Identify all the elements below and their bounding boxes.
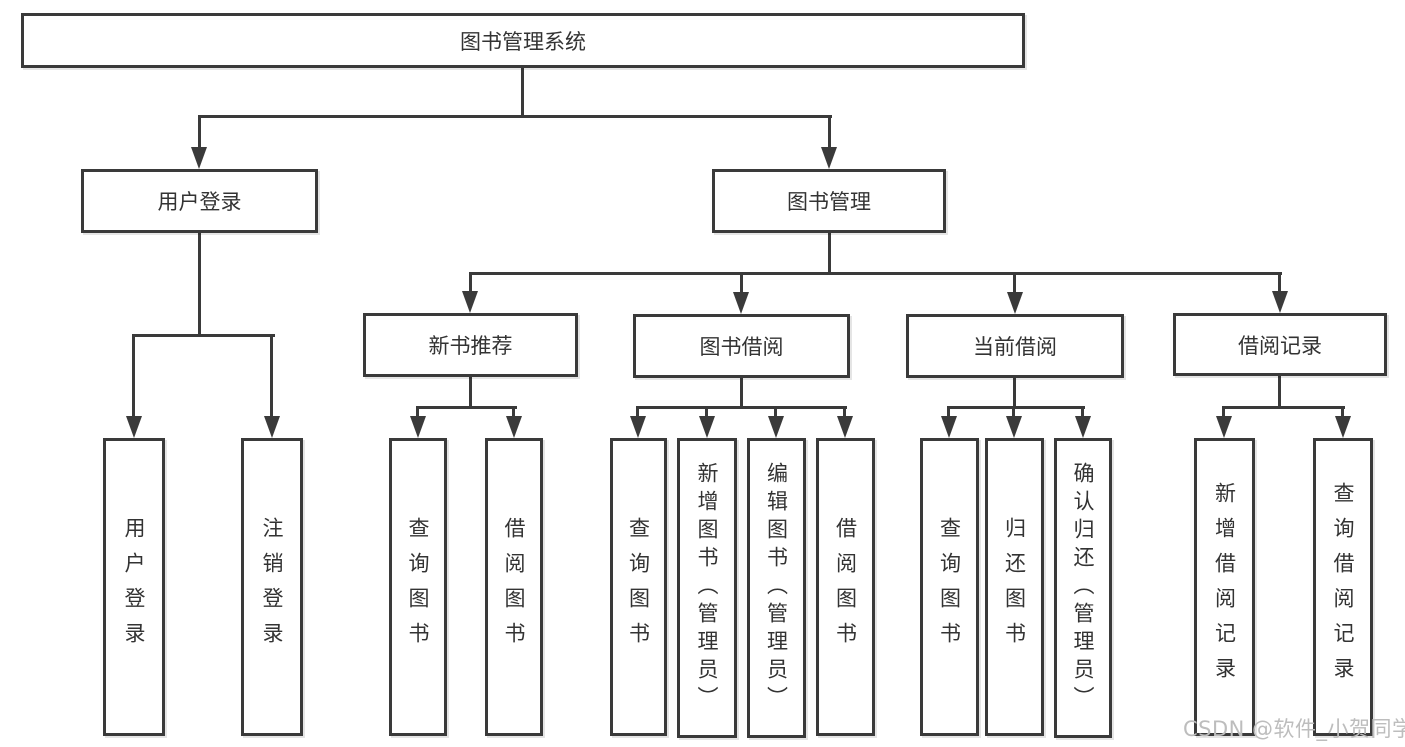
connector-stem-leaf	[270, 334, 273, 418]
node-borrow-records: 借阅记录	[1173, 313, 1387, 376]
leaf-label: 借阅图书	[833, 517, 858, 657]
leaf-label: 查询图书	[937, 517, 962, 657]
arrow-down-icon	[768, 416, 784, 438]
connector-currentborrow-trunk	[1013, 378, 1016, 409]
arrow-down-icon	[410, 416, 426, 438]
leaf-label: 注销登录	[260, 517, 285, 657]
connector-bookborrow-branch	[636, 406, 847, 409]
node-root-system: 图书管理系统	[21, 13, 1025, 68]
leaf-user-login: 用户登录	[103, 438, 165, 736]
leaf-bb-query-book: 查询图书	[610, 438, 667, 736]
connector-stem-leaf	[512, 406, 515, 418]
arrow-down-icon	[1075, 416, 1091, 438]
leaf-cb-return-book: 归还图书	[985, 438, 1044, 736]
leaf-bb-edit-book-admin: 编辑图书（管理员）	[747, 438, 806, 738]
leaf-cb-query-book: 查询图书	[920, 438, 979, 736]
connector-stem-leaf	[705, 406, 708, 418]
connector-root-trunk	[521, 68, 524, 118]
connector-stem-book-mgmt	[828, 115, 831, 149]
arrow-down-icon	[941, 416, 957, 438]
connector-stem-leaf	[132, 334, 135, 418]
arrow-down-icon	[1335, 416, 1351, 438]
leaf-label: 确认归还（管理员）	[1071, 462, 1096, 714]
connector-bookmgmt-branch	[469, 272, 1282, 275]
arrow-down-icon	[821, 147, 837, 169]
node-book-borrow: 图书借阅	[633, 314, 850, 378]
node-user-login: 用户登录	[81, 169, 318, 233]
connector-stem-leaf	[1341, 406, 1344, 418]
leaf-label: 用户登录	[122, 517, 147, 657]
node-current-borrow: 当前借阅	[906, 314, 1124, 378]
arrow-down-icon	[1216, 416, 1232, 438]
leaf-label: 归还图书	[1002, 517, 1027, 657]
leaf-bb-borrow-book: 借阅图书	[816, 438, 875, 736]
leaf-br-add-record: 新增借阅记录	[1194, 438, 1255, 736]
connector-stem-leaf	[416, 406, 419, 418]
connector-stem-leaf	[843, 406, 846, 418]
connector-newbook-branch	[416, 406, 517, 409]
node-book-management: 图书管理	[712, 169, 946, 233]
connector-stem-current-borrow	[1013, 272, 1016, 294]
leaf-label: 编辑图书（管理员）	[764, 462, 789, 714]
arrow-down-icon	[699, 416, 715, 438]
connector-userlogin-trunk	[198, 233, 201, 337]
leaf-label: 查询图书	[626, 517, 651, 657]
arrow-down-icon	[837, 416, 853, 438]
connector-stem-leaf	[636, 406, 639, 418]
leaf-label: 新增借阅记录	[1212, 482, 1237, 692]
arrow-down-icon	[1272, 291, 1288, 313]
leaf-label: 查询图书	[406, 517, 431, 657]
connector-borrowrecords-branch	[1222, 406, 1345, 409]
leaf-nbr-borrow-book: 借阅图书	[485, 438, 543, 736]
connector-stem-new-book	[469, 272, 472, 294]
leaf-label: 新增图书（管理员）	[695, 462, 720, 714]
arrow-down-icon	[733, 292, 749, 314]
connector-root-branch	[198, 115, 832, 118]
arrow-down-icon	[1006, 416, 1022, 438]
connector-stem-book-borrow	[740, 272, 743, 294]
arrow-down-icon	[1007, 292, 1023, 314]
node-new-book-recommend: 新书推荐	[363, 313, 578, 377]
connector-currentborrow-branch	[947, 406, 1085, 409]
arrow-down-icon	[126, 416, 142, 438]
leaf-bb-add-book-admin: 新增图书（管理员）	[677, 438, 737, 738]
csdn-watermark: CSDN @软件_小贺同学	[1183, 717, 1405, 741]
connector-stem-user-login	[198, 115, 201, 149]
arrow-down-icon	[264, 416, 280, 438]
arrow-down-icon	[462, 291, 478, 313]
connector-stem-borrow-records	[1278, 272, 1281, 294]
connector-bookborrow-trunk	[740, 378, 743, 409]
leaf-br-query-record: 查询借阅记录	[1313, 438, 1373, 736]
arrow-down-icon	[191, 147, 207, 169]
connector-stem-leaf	[1222, 406, 1225, 418]
arrow-down-icon	[630, 416, 646, 438]
connector-newbook-trunk	[469, 377, 472, 409]
connector-stem-leaf	[1081, 406, 1084, 418]
leaf-cb-confirm-return-admin: 确认归还（管理员）	[1054, 438, 1112, 738]
connector-stem-leaf	[774, 406, 777, 418]
connector-stem-leaf	[947, 406, 950, 418]
connector-borrowrecords-trunk	[1278, 376, 1281, 409]
connector-bookmgmt-trunk	[828, 233, 831, 275]
arrow-down-icon	[506, 416, 522, 438]
connector-userlogin-branch	[132, 334, 275, 337]
leaf-logout-login: 注销登录	[241, 438, 303, 736]
leaf-label: 借阅图书	[502, 517, 527, 657]
leaf-nbr-query-book: 查询图书	[389, 438, 447, 736]
connector-stem-leaf	[1012, 406, 1015, 418]
leaf-label: 查询借阅记录	[1331, 482, 1356, 692]
